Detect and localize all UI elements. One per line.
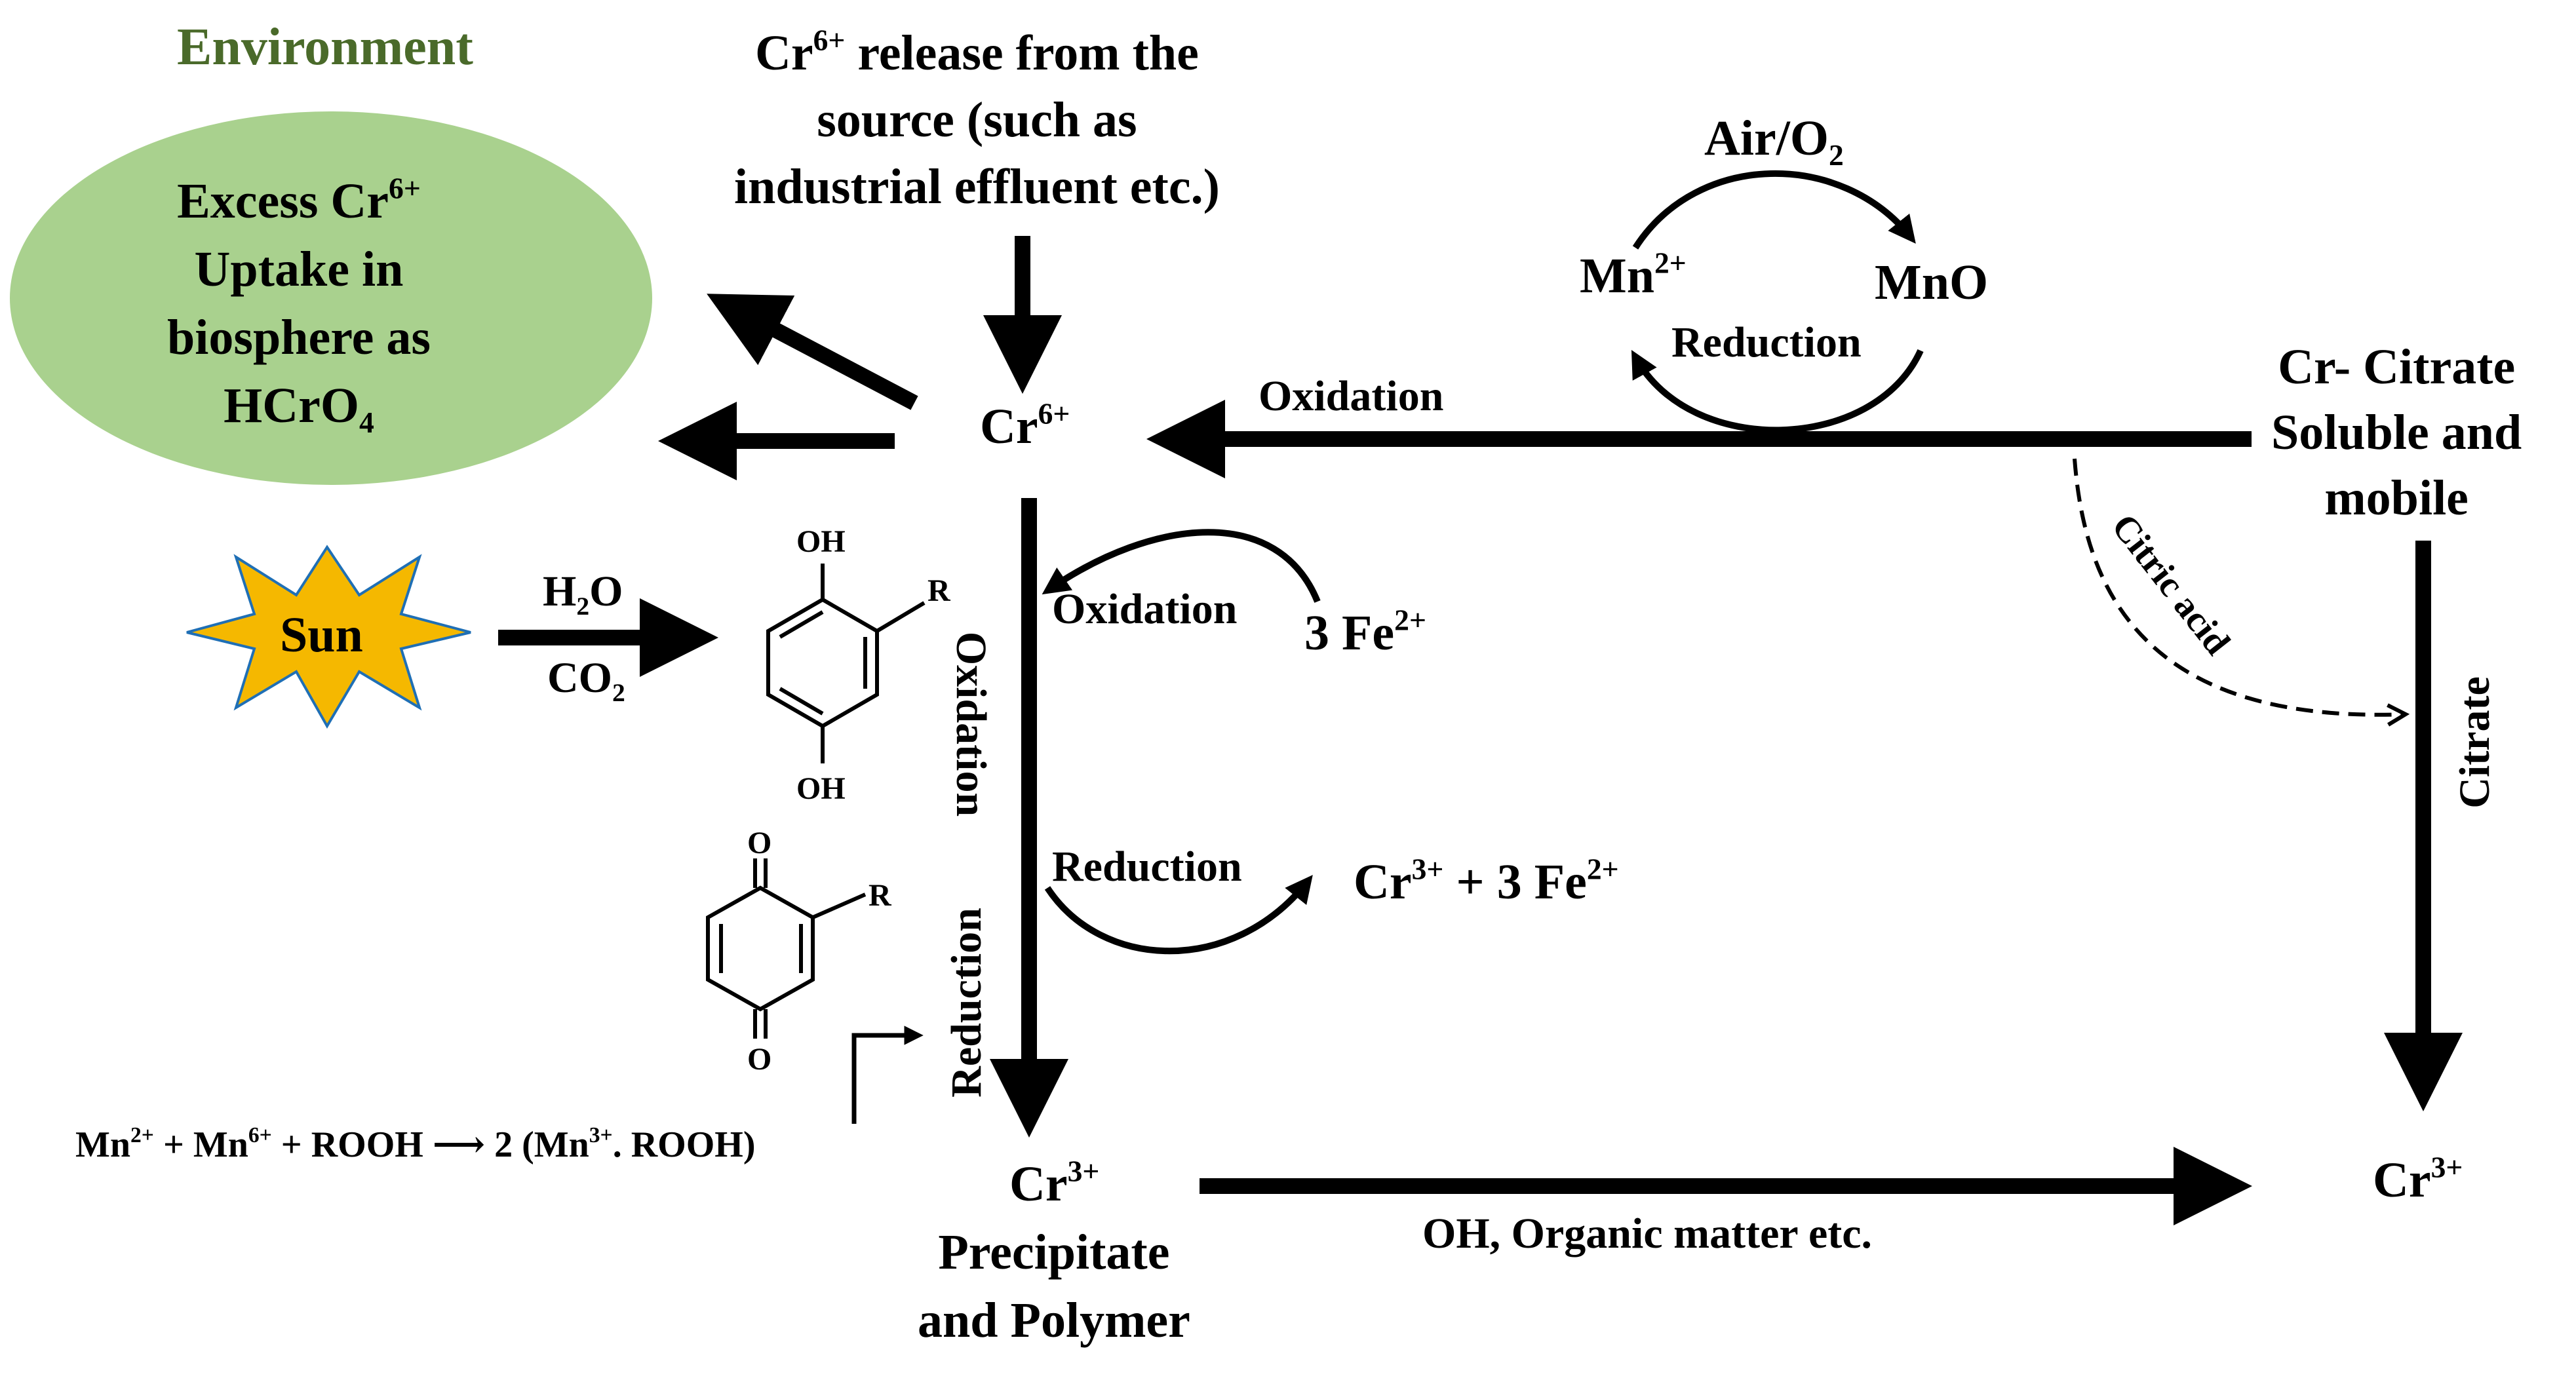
bottom-arrow-label: OH, Organic matter etc. [1422,1210,1873,1257]
fe-reduction-arc [1044,875,1313,955]
hydroquinone-oh-top: OH [796,524,846,559]
quinone-structure [706,858,867,1039]
oxidation-arrow-label: Oxidation [1259,372,1444,420]
fe-product-label: Cr3+ + 3 Fe2+ [1354,852,1619,910]
co2-label: CO2 [547,654,625,707]
hydroquinone-oh-bottom: OH [796,771,846,806]
uptake-line1: Excess Cr6+ [177,171,421,229]
cr6-center-label: Cr6+ [980,396,1070,454]
hydroquinone-r: R [927,573,950,608]
uptake-line2: Uptake in [194,242,404,297]
uptake-ellipse [10,111,652,485]
sun-shape [186,545,471,729]
mno-label: MnO [1875,255,1989,310]
cr3-left-label: Cr3+ Precipitate and Polymer [918,1150,1190,1354]
mn2-label: Mn2+ [1580,246,1687,303]
uptake-line3: biosphere as [167,310,431,365]
sun-label: Sun [280,607,363,662]
uptake-line4: HCrO4 [224,378,374,439]
source-label: Cr6+ release from the source (such as in… [734,20,1220,220]
cr6-to-ellipse-arrow-upper [707,294,918,410]
vertical-reduction-label: Reduction [942,908,990,1098]
source-line2: source (such as [817,92,1137,147]
cr-citrate-label: Cr- Citrate Soluble and mobile [2271,334,2522,531]
source-line1: Cr6+ release from the [754,23,1199,81]
vertical-oxidation-label: Oxidation [947,631,996,817]
fe-oxidation-label: Oxidation [1052,585,1238,633]
citric-acid-dashed-arrow [2073,458,2406,715]
cr3-left-line2: Precipitate [938,1225,1170,1280]
cr-citrate-line3: mobile [2324,470,2469,526]
elbow-arrow [851,1026,924,1124]
cr3-left-line3: and Polymer [918,1293,1190,1348]
mn-equation: Mn2+ + Mn6+ + ROOH ⟶ 2 (Mn3+. ROOH) [75,1123,756,1165]
uptake-label: Excess Cr6+ Uptake in biosphere as HCrO4 [167,167,431,440]
source-line3: industrial effluent etc.) [734,159,1220,214]
fe-oxidation-arc [1042,529,1321,603]
quinone-r: R [868,878,891,913]
quinone-o-bottom: O [747,1042,772,1077]
environment-label: Environment [177,18,473,76]
mn-reduction-arc [1631,349,1924,434]
cr3-right-label: Cr3+ [2373,1150,2463,1208]
h2o-label: H2O [543,567,623,621]
citrate-vertical-label: Citrate [2450,676,2499,809]
mn-oxidation-arc [1632,170,1916,250]
cr-citrate-line2: Soluble and [2271,405,2522,460]
cr-citrate-line1: Cr- Citrate [2278,339,2516,394]
equation-arrow: ⟶ [432,1124,486,1165]
fe2-label: 3 Fe2+ [1304,603,1426,661]
mn-air-label: Air/O2 [1704,111,1844,172]
quinone-o-top: O [747,826,772,860]
fe-reduction-label: Reduction [1052,843,1242,891]
cr3-left-line1: Cr3+ [1009,1154,1100,1212]
hydroquinone-structure [766,564,926,763]
mn-reduction-label: Reduction [1671,318,1862,366]
